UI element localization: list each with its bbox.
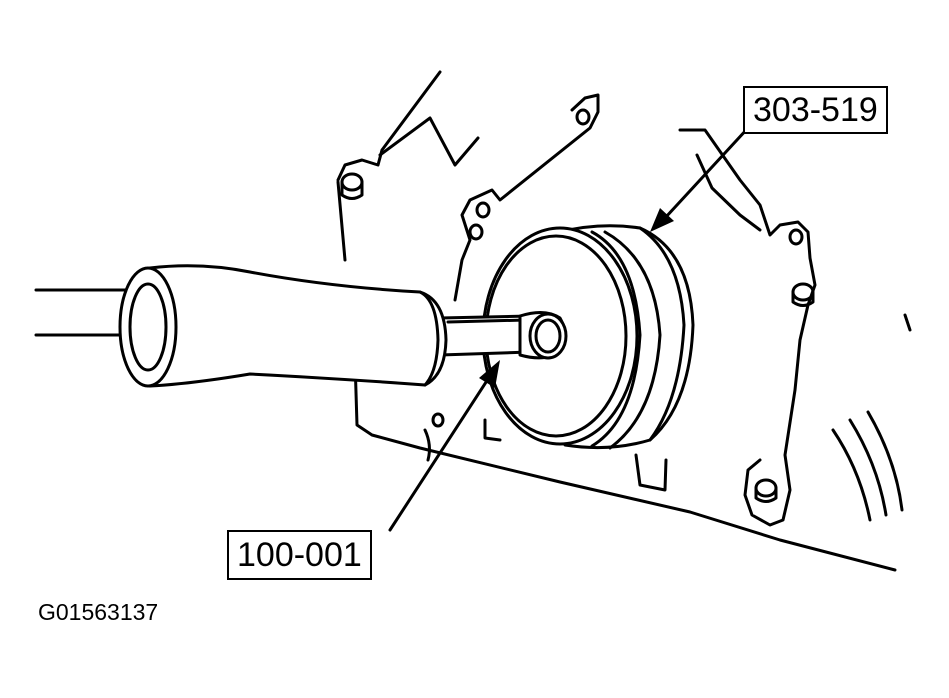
- flywheel-edge: [833, 412, 902, 520]
- slide-hammer-handle: [120, 266, 446, 386]
- callout-100-001: 100-001: [227, 530, 372, 580]
- callout-303-519: 303-519: [743, 86, 888, 134]
- oil-pan-rail: [425, 420, 666, 490]
- bolt-boss-right: [756, 284, 813, 502]
- leader-arrow-303-519: [650, 128, 748, 232]
- leader-arrow-100-001: [390, 360, 500, 530]
- bolt-boss-left: [342, 174, 362, 199]
- adapter-nut: [520, 312, 566, 358]
- bolt-hole-upper: [433, 110, 802, 426]
- figure-id-label: G01563137: [38, 599, 159, 625]
